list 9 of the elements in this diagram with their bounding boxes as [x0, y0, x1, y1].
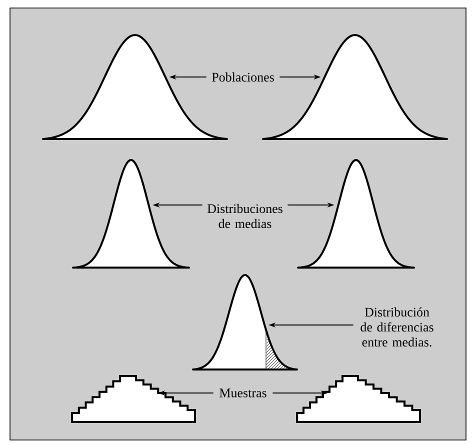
bell-curve: [297, 159, 415, 269]
histogram: [71, 375, 196, 423]
histogram: [296, 375, 421, 423]
label-text: Poblaciones: [210, 70, 276, 84]
label-text: Distribución de diferencias entre medias.: [356, 306, 438, 348]
bell-curve: [72, 159, 190, 269]
label-text: Distribuciones de medias: [206, 202, 284, 230]
bell-curve: [192, 274, 298, 371]
label-text: Muestras: [216, 387, 270, 399]
